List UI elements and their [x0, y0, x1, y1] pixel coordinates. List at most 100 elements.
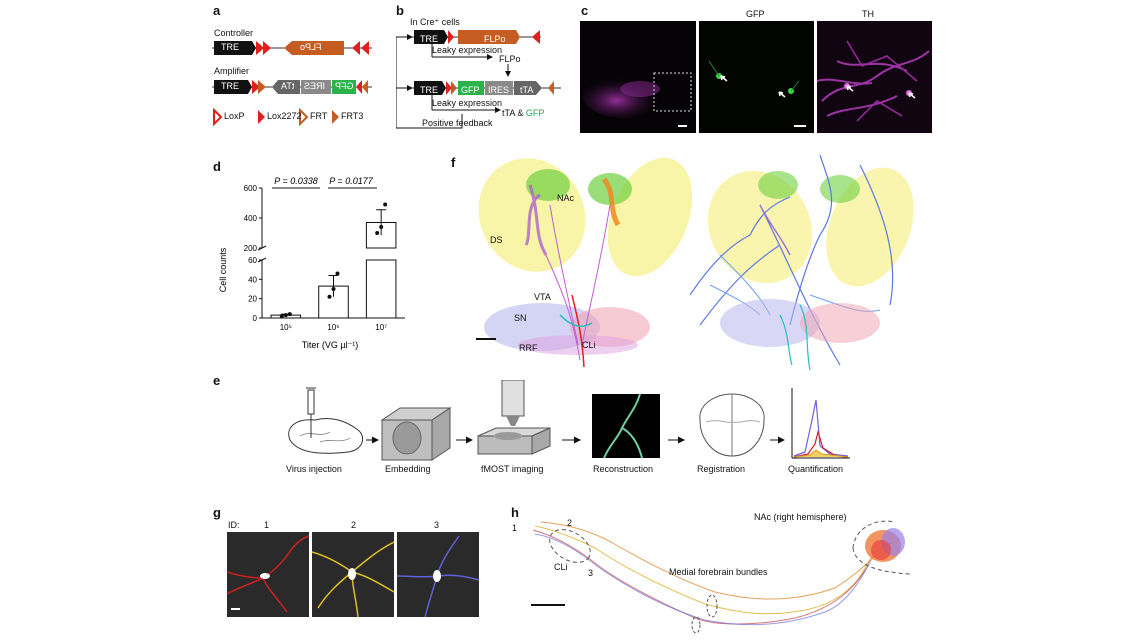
y-tick-label: 20	[248, 295, 257, 304]
step-quantification: Quantification	[788, 464, 844, 474]
controller-construct	[212, 41, 372, 55]
y-tick-label: 60	[248, 256, 257, 265]
b-title: In Cre⁺ cells	[410, 17, 460, 27]
f-label-nac: NAc	[557, 193, 575, 203]
data-point	[375, 231, 380, 235]
controller-label: Controller	[214, 28, 254, 38]
data-point	[383, 202, 388, 207]
b-flpo-out: FLPo	[499, 54, 521, 64]
h-label-mfb: Medial forebrain bundles	[669, 567, 768, 577]
panel-h-label: h	[511, 505, 519, 520]
c-th-title: TH	[862, 9, 874, 19]
amplifier-tta: tTA	[281, 81, 295, 91]
step-registration: Registration	[697, 464, 746, 474]
c-overview-image	[580, 21, 696, 133]
step-virus-injection: Virus injection	[286, 464, 342, 474]
render-right	[689, 154, 914, 371]
amplifier-label: Amplifier	[214, 66, 250, 76]
data-point	[331, 287, 336, 291]
legend-frt3: FRT3	[341, 111, 364, 121]
h-neuron-2: 2	[567, 518, 573, 528]
b-flpo: FLPo	[484, 34, 506, 44]
p-value-1: P = 0.0338	[274, 176, 317, 186]
panel-f-label: f	[451, 155, 456, 170]
y-tick-label: 600	[244, 184, 258, 193]
b-leaky-2: Leaky expression	[432, 98, 503, 108]
neuron-image-2	[312, 532, 394, 617]
panel-d-label: d	[213, 159, 221, 174]
h-label-cli: CLi	[554, 562, 568, 572]
feedback-diagram	[396, 30, 561, 129]
legend-frt: FRT	[310, 111, 328, 121]
reconstruction-icon	[592, 393, 660, 459]
p-value-2: P = 0.0177	[329, 176, 373, 186]
b-tre-2: TRE	[420, 85, 438, 95]
f-label-vta: VTA	[534, 292, 551, 302]
step-embedding: Embedding	[385, 464, 431, 474]
b-output-tta: tTA &	[502, 108, 526, 118]
b-feedback: Positive feedback	[422, 118, 493, 128]
amplifier-construct	[212, 80, 372, 94]
b-leaky-1: Leaky expression	[432, 45, 503, 55]
g-id-2: 2	[351, 520, 357, 530]
chart-xlabel: Titer (VG µl⁻¹)	[302, 340, 359, 350]
y-tick-label: 0	[253, 314, 258, 323]
c-gfp-image	[699, 21, 814, 133]
f-label-cli: CLi	[582, 340, 596, 350]
b-tta: tTA	[520, 85, 534, 95]
g-id-label: ID:	[228, 520, 240, 530]
c-th-image	[817, 21, 932, 133]
neuron-image-3	[397, 532, 479, 617]
data-point	[379, 225, 384, 229]
amplifier-tre: TRE	[221, 81, 239, 91]
panel-b-label: b	[396, 3, 404, 18]
y-tick-label: 40	[248, 275, 257, 284]
f-label-sn: SN	[514, 313, 527, 323]
h-neuron-3: 3	[588, 568, 594, 578]
h-label-nac: NAc (right hemisphere)	[754, 512, 847, 522]
c-gfp-title: GFP	[746, 9, 765, 19]
x-tick-label: 10⁶	[327, 323, 339, 332]
x-tick-label: 10⁵	[280, 323, 292, 332]
amplifier-ires: IRES	[304, 81, 326, 91]
cell-counts-chart: Cell counts Titer (VG µl⁻¹) P = 0.0338 P…	[218, 176, 405, 350]
controller-flpo: FLPo	[300, 42, 322, 52]
quantification-icon	[791, 388, 850, 459]
neuron-image-1	[227, 532, 309, 617]
fmost-imaging-icon	[477, 380, 551, 455]
panel-e-label: e	[213, 373, 221, 388]
embedding-icon	[380, 407, 452, 461]
panel-g-label: g	[213, 505, 221, 520]
data-point	[279, 314, 284, 319]
data-point	[283, 313, 288, 318]
b-gfp: GFP	[461, 85, 480, 95]
b-ires: IRES	[488, 85, 510, 95]
bar	[318, 285, 349, 319]
g-id-1: 1	[264, 520, 270, 530]
b-tre-1: TRE	[420, 34, 438, 44]
amplifier-gfp: GFP	[335, 81, 354, 91]
site-legend	[213, 108, 339, 126]
legend-loxp: LoxP	[224, 111, 245, 121]
render-left	[476, 157, 693, 368]
data-point	[287, 312, 292, 317]
cli-nac-axon-trace	[531, 520, 911, 634]
b-output: tTA & GFP	[502, 108, 544, 118]
g-id-3: 3	[434, 520, 440, 530]
step-reconstruction: Reconstruction	[593, 464, 654, 474]
data-point	[335, 271, 340, 276]
controller-tre: TRE	[221, 42, 239, 52]
registration-icon	[699, 393, 765, 457]
x-tick-label: 10⁷	[375, 323, 387, 332]
b-output-gfp: GFP	[525, 108, 545, 118]
projection-3d-render	[476, 154, 914, 371]
legend-lox2272: Lox2272	[267, 111, 302, 121]
f-label-rrf: RRF	[519, 343, 538, 353]
panel-c-label: c	[581, 3, 589, 18]
y-tick-label: 200	[244, 244, 258, 253]
workflow-diagram	[288, 380, 850, 461]
h-neuron-1: 1	[512, 523, 518, 533]
data-point	[327, 294, 332, 299]
y-tick-label: 400	[244, 214, 258, 223]
bar	[365, 259, 397, 319]
